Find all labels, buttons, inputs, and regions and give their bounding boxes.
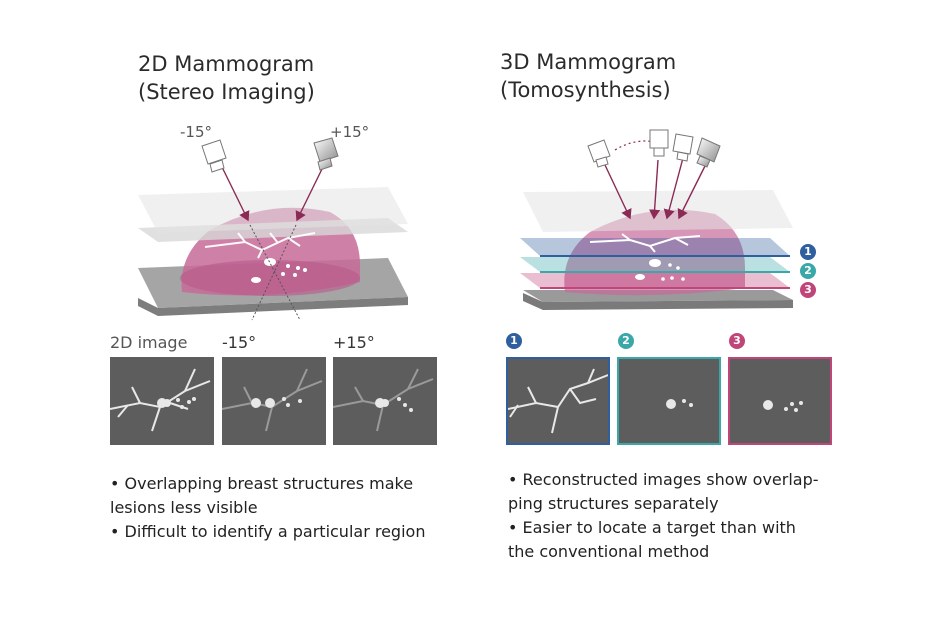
x-ray-tube-icon [696,137,721,168]
lesion-image [666,399,693,409]
tile-label-2d: 2D image [110,333,188,352]
right-bullet-line: • Easier to locate a target than with [508,518,796,537]
right-title-line2: (Tomosynthesis) [500,78,671,102]
xray-beams-left [220,164,324,321]
slice-badge-2: 2 [800,263,816,279]
ducts-right [589,233,701,253]
compression-plate-left [138,187,408,242]
tile-slice-2 [617,357,721,445]
tile-minus15-image [222,357,326,445]
angle-right-label: +15° [330,123,370,141]
slice-badge-3: 3 [800,282,816,298]
right-bullets: • Reconstructed images show overlap- pin… [508,468,848,564]
tile-slice-1 [506,357,610,445]
duct-image [222,368,323,432]
tile-2d-image [110,357,214,445]
right-bullet-line: ping structures separately [508,494,719,513]
sweep-path [614,140,656,151]
left-title-line2: (Stereo Imaging) [138,80,315,104]
right-title-line1: 3D Mammogram [500,50,677,74]
tile-label-minus15: -15° [222,333,257,352]
xray-beams-right [604,157,708,220]
tile-label-plus15: +15° [333,333,375,352]
tile-plus15-image [333,357,437,445]
breast-tissue-right [564,209,745,296]
x-ray-tube-icon [672,133,694,162]
x-ray-tube-icon [649,129,669,157]
right-bullet-line: the conventional method [508,542,710,561]
duct-image [333,368,434,432]
angle-left-label: -15° [180,123,212,141]
ducts-left [204,232,316,259]
compression-plate-right [523,190,793,232]
tile-badge-1: 1 [506,333,522,349]
right-bullet-line: • Reconstructed images show overlap- [508,470,819,489]
slice-badge-1: 1 [800,244,816,260]
duct-image [508,368,608,434]
left-title: 2D Mammogram (Stereo Imaging) [138,50,315,106]
tile-badge-2: 2 [618,333,634,349]
tile-badge-3: 3 [729,333,745,349]
slice-planes [520,238,790,289]
tile-slice-3 [728,357,832,445]
lesions-left [251,258,307,283]
left-title-line1: 2D Mammogram [138,52,315,76]
lesion-image [763,400,803,412]
left-bullets: • Overlapping breast structures make les… [110,472,450,544]
x-ray-tube-icon [587,139,611,168]
lesions-right [635,259,685,281]
right-title: 3D Mammogram (Tomosynthesis) [500,48,676,104]
left-bullet-line: • Overlapping breast structures make [110,474,414,493]
left-bullet-line: • Difficult to identify a particular reg… [110,522,426,541]
x-ray-tube-icon [313,137,339,171]
duct-image [110,368,211,432]
left-bullet-line: lesions less visible [110,498,258,517]
x-ray-tube-icon [201,139,227,173]
